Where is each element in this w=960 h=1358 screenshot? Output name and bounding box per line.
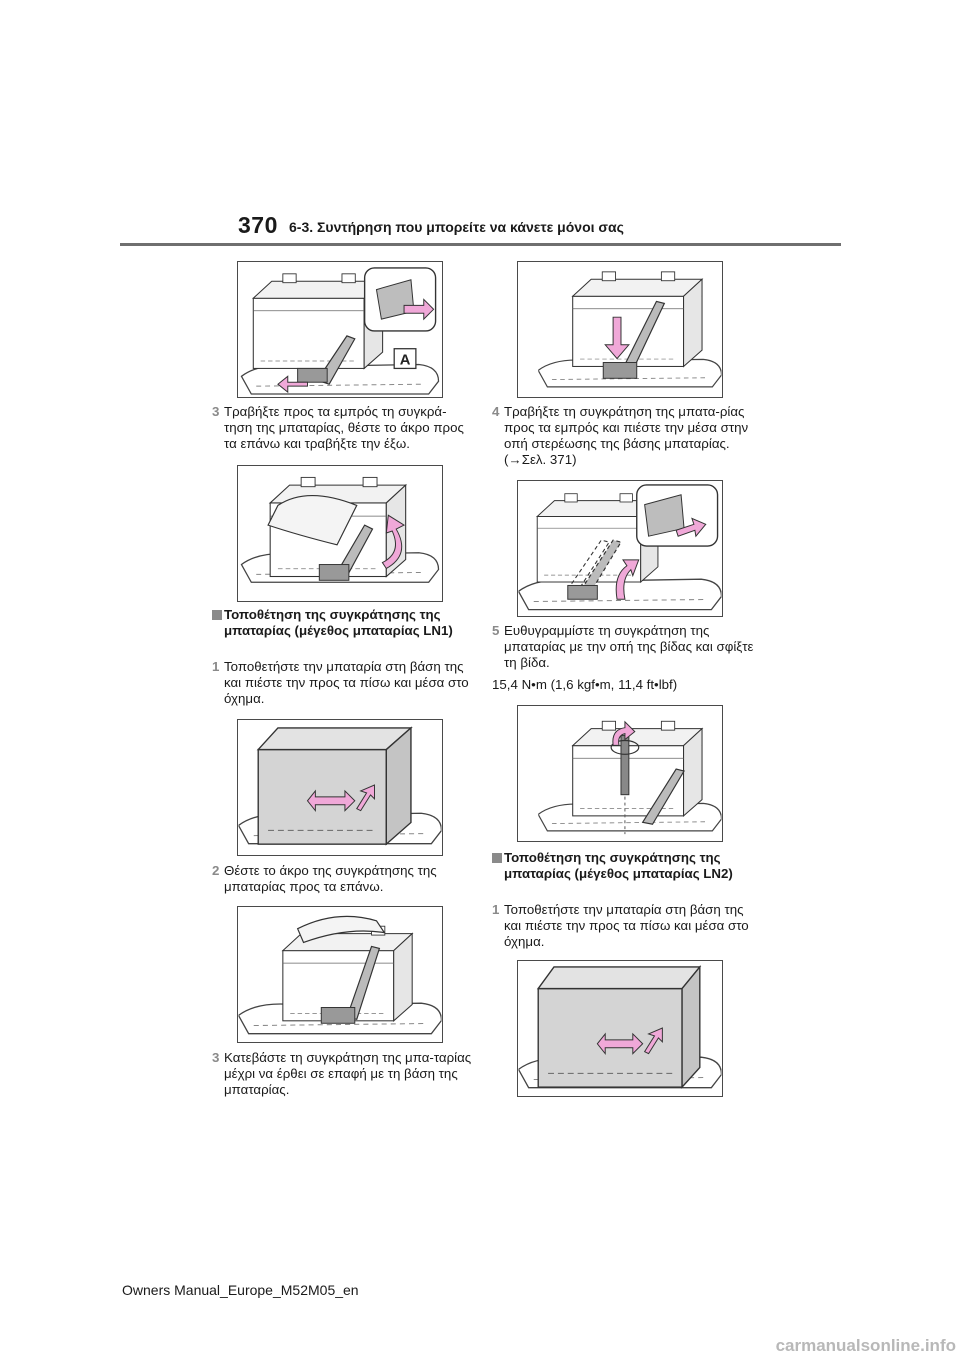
step-text: Κατεβάστε τη συγκράτηση της μπα-ταρίας μ… [224, 1050, 472, 1097]
step-2-raise-clamp-end: 2 Θέστε το άκρο της συγκράτησης της μπατ… [212, 863, 472, 895]
step-5-align-and-tighten: 5 Ευθυγραμμίστε τη συγκράτηση της μπαταρ… [492, 623, 762, 671]
figure-push-battery-ln2 [517, 960, 723, 1097]
subheading-ln2: Τοποθέτηση της συγκράτησης της μπαταρίας… [492, 850, 762, 882]
step-1-place-battery-ln2: 1 Τοποθετήστε την μπαταρία στη βάση της … [492, 902, 762, 950]
figure-tighten-bolt [517, 705, 723, 842]
step-text: Τοποθετήστε την μπαταρία στη βάση της κα… [224, 659, 469, 706]
step-text: Θέστε το άκρο της συγκράτησης της μπαταρ… [224, 863, 437, 894]
figure-press-clamp-down [517, 261, 723, 398]
subheading-ln1: Τοποθέτηση της συγκράτησης της μπαταρίας… [212, 607, 472, 639]
square-bullet-icon [212, 610, 222, 620]
step-number: 4 [492, 404, 500, 419]
figure-clamp-into-hole [517, 480, 723, 617]
step-number: 2 [212, 863, 220, 878]
step-1-place-battery: 1 Τοποθετήστε την μπαταρία στη βάση της … [212, 659, 472, 707]
figure-remove-clamp: A [237, 261, 443, 398]
step-4-push-clamp-into-hole: 4 Τραβήξτε τη συγκράτηση της μπατα-ρίας … [492, 404, 762, 468]
step-text: Τραβήξτε τη συγκράτηση της μπατα-ρίας πρ… [504, 404, 749, 467]
square-bullet-icon [492, 853, 502, 863]
step-number: 3 [212, 404, 220, 419]
torque-spec: 15,4 N•m (1,6 kgf•m, 11,4 ft•lbf) [492, 677, 678, 692]
step-number: 5 [492, 623, 500, 638]
section-title: 6-3. Συντήρηση που μπορείτε να κάνετε μό… [289, 219, 624, 235]
footer-watermark: carmanualsonline.info [775, 1336, 956, 1355]
figure-label-a: A [400, 352, 411, 368]
step-number: 1 [492, 902, 500, 917]
step-text: Ευθυγραμμίστε τη συγκράτηση της μπαταρία… [504, 623, 754, 670]
step-number: 3 [212, 1050, 220, 1065]
step-text: Τραβήξτε προς τα εμπρός τη συγκρά-τηση τ… [224, 404, 464, 451]
footer-manual-id: Owners Manual_Europe_M52M05_en [122, 1282, 359, 1298]
figure-lift-clamp [237, 465, 443, 602]
page-number: 370 [238, 212, 278, 238]
figure-push-battery [237, 719, 443, 856]
step-number: 1 [212, 659, 220, 674]
figure-lower-clamp [237, 906, 443, 1043]
header-rule [120, 243, 841, 246]
step-text: Τοποθετήστε την μπαταρία στη βάση της κα… [504, 902, 749, 949]
step-3-lower-clamp: 3 Κατεβάστε τη συγκράτηση της μπα-ταρίας… [212, 1050, 472, 1098]
step-3-pull-clamp: 3 Τραβήξτε προς τα εμπρός τη συγκρά-τηση… [212, 404, 472, 452]
